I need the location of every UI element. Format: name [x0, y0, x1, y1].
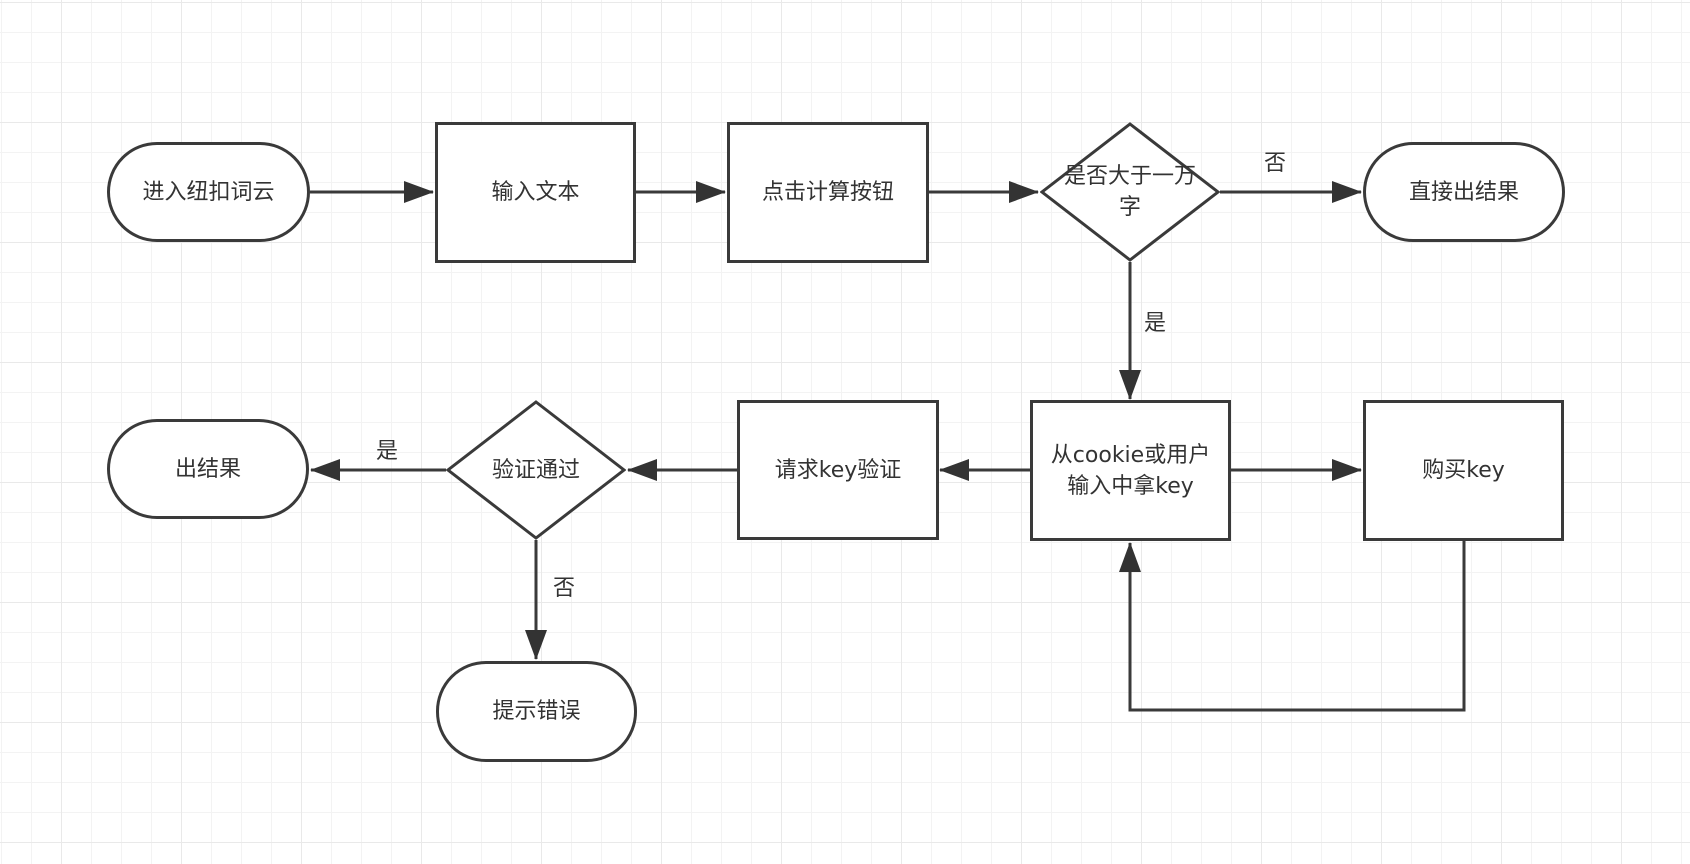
node-show-error-label: 提示错误 [492, 699, 581, 724]
node-direct-result-label: 直接出结果 [1408, 179, 1519, 205]
node-start-label: 进入纽扣词云 [142, 179, 275, 205]
node-buy-key[interactable]: 购买key [1363, 400, 1564, 541]
diamond-shape [446, 400, 626, 540]
node-result[interactable]: 出结果 [107, 419, 309, 519]
node-click-calc-label: 点击计算按钮 [761, 180, 894, 205]
node-get-key[interactable]: 从cookie或用户输入中拿key [1030, 400, 1231, 541]
node-input-text-label: 输入文本 [491, 180, 580, 205]
node-over-10k-label: 是否大于一万字 [1064, 164, 1197, 220]
node-click-calc[interactable]: 点击计算按钮 [727, 122, 929, 263]
node-verify-pass-label: 验证通过 [491, 457, 580, 483]
node-verify-pass-decision[interactable]: 验证通过 [446, 400, 626, 540]
node-show-error[interactable]: 提示错误 [436, 661, 637, 762]
edge-buy-key-to-get-key[interactable] [1119, 541, 1466, 712]
node-request-verify-label: 请求key验证 [774, 457, 902, 483]
edge-label-yes-left: 是 [375, 439, 399, 464]
node-input-text[interactable]: 输入文本 [435, 122, 636, 263]
node-request-verify[interactable]: 请求key验证 [737, 400, 939, 540]
node-result-label: 出结果 [174, 456, 241, 482]
node-direct-result[interactable]: 直接出结果 [1363, 142, 1565, 242]
edge-label-no-top: 否 [1263, 151, 1287, 176]
node-get-key-label: 从cookie或用户输入中拿key [1050, 442, 1211, 499]
node-over-10k-decision[interactable]: 是否大于一万字 [1040, 122, 1220, 262]
node-buy-key-label: 购买key [1422, 458, 1505, 483]
node-start[interactable]: 进入纽扣词云 [107, 142, 310, 242]
edge-label-yes-down: 是 [1143, 311, 1167, 336]
diamond-shape [1040, 122, 1220, 262]
edge-label-no-down: 否 [552, 576, 576, 601]
